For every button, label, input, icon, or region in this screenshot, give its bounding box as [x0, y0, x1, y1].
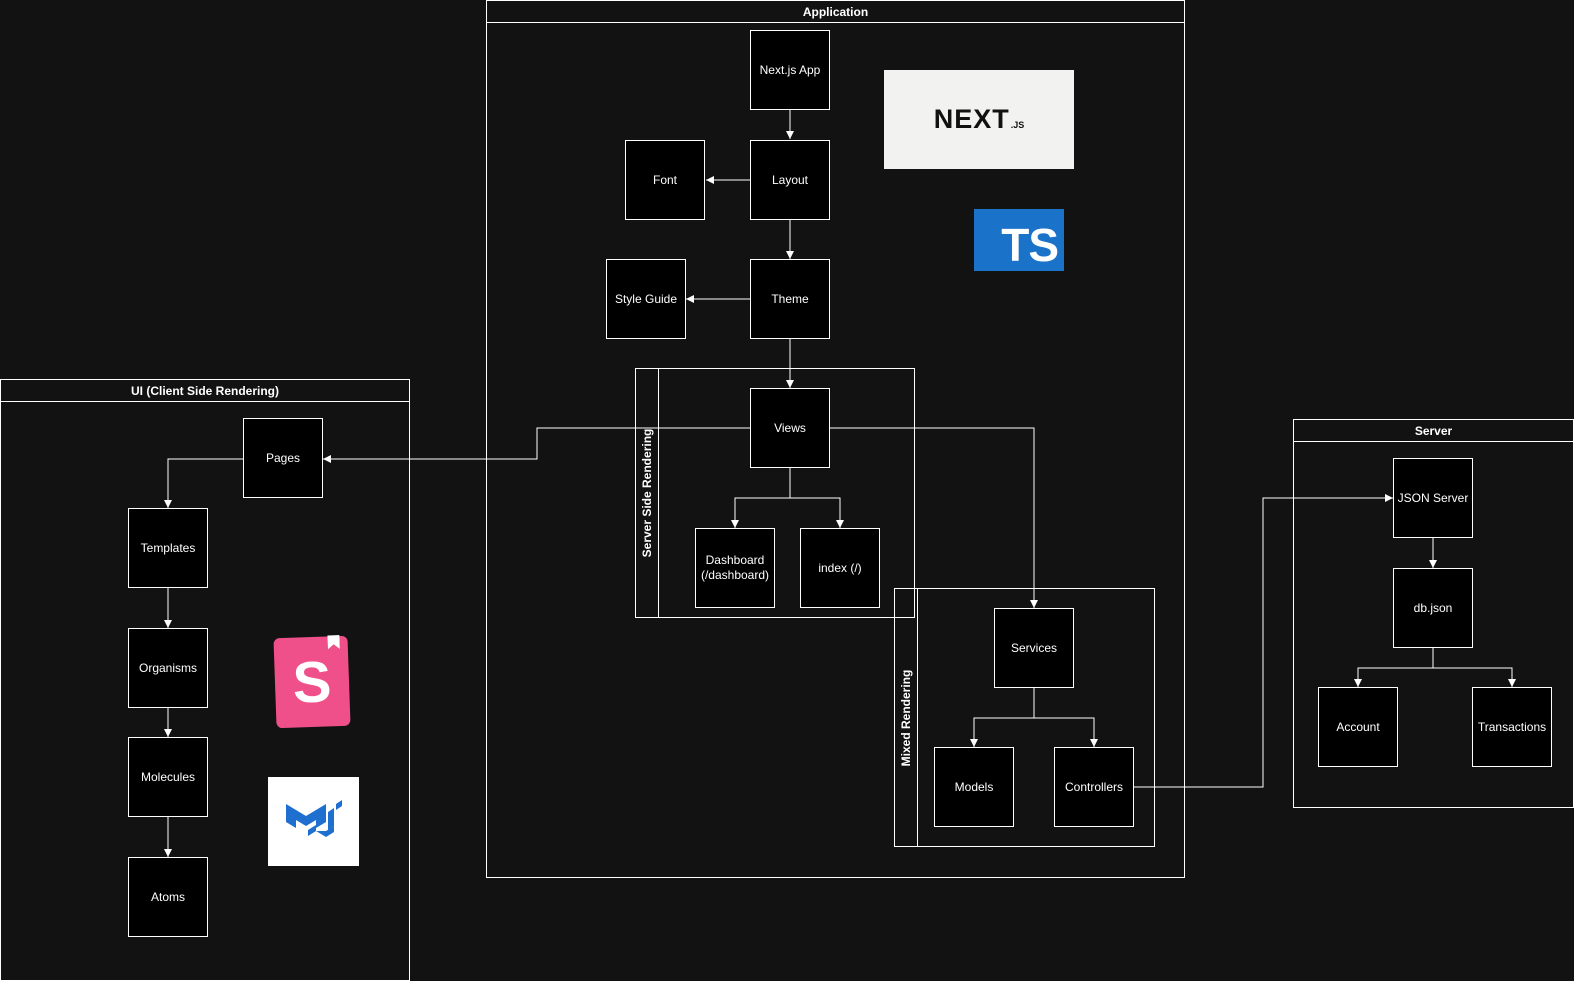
- node-molecules[interactable]: Molecules: [128, 737, 208, 817]
- node-transactions[interactable]: Transactions: [1472, 687, 1552, 767]
- edge-views-dashboard: [731, 468, 791, 528]
- ssr-label-bar: Server Side Rendering: [636, 369, 659, 617]
- typescript-logo: TS: [974, 209, 1064, 271]
- edge-controllers-jsonserver: [1134, 494, 1393, 788]
- edge-services-models: [970, 688, 1035, 747]
- mixed-label-bar: Mixed Rendering: [895, 589, 918, 846]
- storybook-logo: S: [273, 635, 351, 729]
- node-db-json[interactable]: db.json: [1393, 568, 1473, 648]
- edge-views-index: [790, 497, 844, 528]
- node-layout[interactable]: Layout: [750, 140, 830, 220]
- edge-views-pages: [323, 427, 750, 463]
- node-nextjs-app[interactable]: Next.js App: [750, 30, 830, 110]
- nextjs-logo: NEXT .JS: [884, 70, 1074, 169]
- edge-views-services: [830, 427, 1038, 608]
- ui-title: UI (Client Side Rendering): [1, 380, 409, 402]
- node-services[interactable]: Services: [994, 608, 1074, 688]
- node-models[interactable]: Models: [934, 747, 1014, 827]
- storybook-bookmark-icon: [327, 635, 340, 650]
- application-title: Application: [487, 1, 1184, 23]
- application-container: Application: [486, 0, 1185, 878]
- mixed-section: Mixed Rendering: [894, 588, 1155, 847]
- edge-db-account: [1354, 648, 1434, 687]
- edge-pages-templates: [164, 458, 243, 508]
- node-theme[interactable]: Theme: [750, 259, 830, 339]
- node-style-guide[interactable]: Style Guide: [606, 259, 686, 339]
- node-font[interactable]: Font: [625, 140, 705, 220]
- node-dashboard[interactable]: Dashboard (/dashboard): [695, 528, 775, 608]
- server-title: Server: [1294, 420, 1573, 442]
- node-index[interactable]: index (/): [800, 528, 880, 608]
- ssr-section: Server Side Rendering: [635, 368, 915, 618]
- typescript-logo-text: TS: [1001, 219, 1059, 271]
- node-pages[interactable]: Pages: [243, 418, 323, 498]
- storybook-logo-text: S: [291, 648, 333, 716]
- node-organisms[interactable]: Organisms: [128, 628, 208, 708]
- node-atoms[interactable]: Atoms: [128, 857, 208, 937]
- node-views[interactable]: Views: [750, 388, 830, 468]
- mui-icon: [285, 799, 342, 837]
- node-controllers[interactable]: Controllers: [1054, 747, 1134, 827]
- edge-db-transactions: [1433, 667, 1516, 687]
- nextjs-logo-suffix: .JS: [1010, 119, 1025, 130]
- mui-logo: [268, 777, 359, 866]
- node-templates[interactable]: Templates: [128, 508, 208, 588]
- node-account[interactable]: Account: [1318, 687, 1398, 767]
- nextjs-logo-text: NEXT: [933, 104, 1010, 134]
- node-json-server[interactable]: JSON Server: [1393, 458, 1473, 538]
- edge-services-controllers: [1034, 717, 1098, 747]
